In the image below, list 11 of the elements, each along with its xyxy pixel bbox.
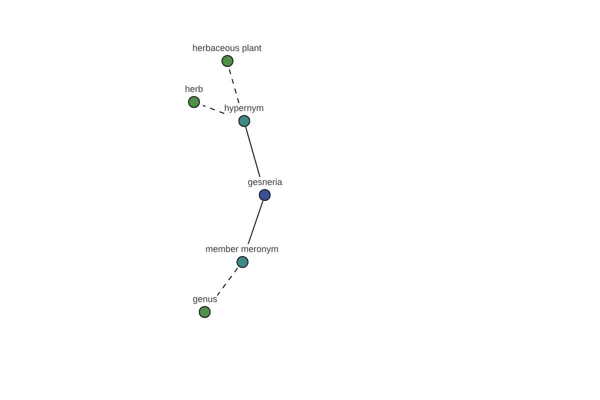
- connector-line: [216, 268, 238, 296]
- node-label: herbaceous plant: [192, 43, 262, 54]
- node-label: member meronym: [206, 244, 278, 255]
- connector-line: [228, 66, 240, 104]
- node-label: hypernym: [224, 103, 264, 114]
- node-label: gesneria: [248, 177, 282, 188]
- connector-line: [248, 200, 264, 244]
- node-label: genus: [192, 294, 218, 305]
- connector-line: [245, 126, 260, 178]
- connector-line: [202, 104, 225, 114]
- node-label: herb: [185, 84, 203, 95]
